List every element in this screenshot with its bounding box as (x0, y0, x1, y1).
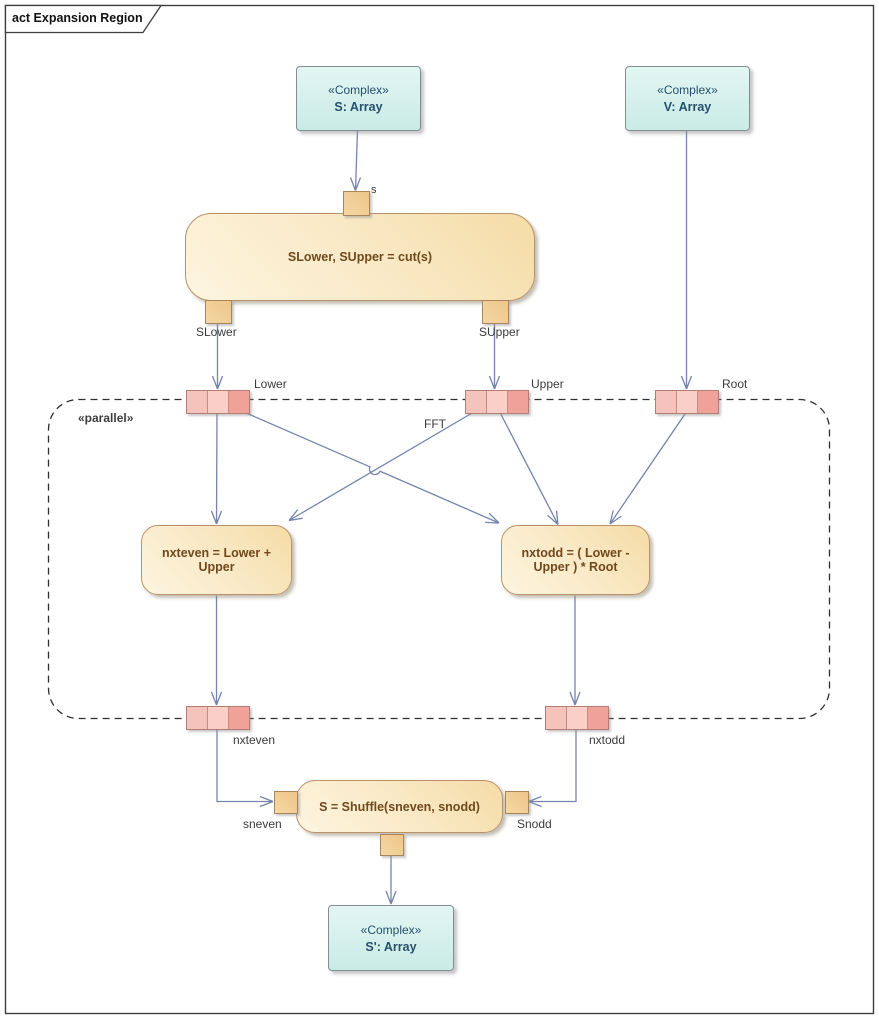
object-node-s-prime-array[interactable]: «Complex» S': Array (328, 905, 454, 971)
object-name: S': Array (365, 939, 417, 954)
action-label: SLower, SUpper = cut(s) (287, 250, 433, 264)
expansion-cell (229, 707, 249, 729)
flow-slower-to-lower[interactable] (211, 322, 224, 390)
stereotype-label: «Complex» (657, 83, 718, 97)
pin-slower[interactable] (205, 300, 232, 324)
expansion-node-nxteven[interactable] (186, 706, 250, 730)
pin-s[interactable] (343, 191, 370, 216)
expansion-cell (508, 391, 528, 413)
expansion-cell (466, 391, 487, 413)
flow-lower-to-nxtodd[interactable] (244, 411, 500, 524)
flow-shuffle-to-s-prime[interactable] (385, 854, 397, 905)
flow-upper-to-nxtodd[interactable] (499, 412, 559, 525)
label-node-lower: Lower (254, 377, 287, 391)
expansion-cell (487, 391, 508, 413)
object-node-s-array[interactable]: «Complex» S: Array (296, 66, 421, 131)
stereotype-label: «Complex» (328, 83, 389, 97)
pin-shuffle-output[interactable] (380, 834, 404, 856)
expansion-cell (698, 391, 718, 413)
frame-title: act Expansion Region (12, 11, 143, 25)
flow-lower-to-nxteven[interactable] (210, 412, 223, 525)
flow-supper-to-upper[interactable] (488, 322, 501, 390)
expansion-node-upper[interactable] (465, 390, 529, 414)
action-shuffle[interactable]: S = Shuffle(sneven, snodd) (296, 780, 503, 833)
expansion-cell (229, 391, 249, 413)
diagram-frame (4, 4, 875, 1015)
label-pin-slower: SLower (196, 325, 237, 339)
action-nxtodd[interactable]: nxtodd = ( Lower - Upper ) * Root (501, 525, 650, 595)
pin-sneven[interactable] (274, 791, 298, 814)
label-node-nxtodd: nxtodd (589, 733, 626, 747)
flow-nxtodd-action-to-node[interactable] (569, 595, 581, 706)
pin-supper[interactable] (482, 300, 509, 324)
label-pin-snodd: Snodd (517, 817, 552, 831)
flow-nxteven-action-to-node[interactable] (210, 595, 223, 706)
flow-root-to-nxtodd[interactable] (609, 412, 687, 525)
action-label: S = Shuffle(sneven, snodd) (319, 799, 480, 814)
action-nxteven[interactable]: nxteven = Lower + Upper (141, 525, 292, 595)
label-node-upper: Upper (531, 377, 564, 391)
flow-s-array-to-pin-s[interactable] (349, 129, 362, 191)
label-edge-fft: FFT (424, 417, 446, 431)
label-region-keyword: «parallel» (78, 411, 134, 425)
expansion-cell (546, 707, 567, 729)
label-node-nxteven: nxteven (233, 733, 276, 747)
action-label: nxtodd = ( Lower - Upper ) * Root (521, 546, 630, 574)
object-node-v-array[interactable]: «Complex» V: Array (625, 66, 750, 131)
action-cut[interactable]: SLower, SUpper = cut(s) (185, 213, 535, 301)
label-pin-supper: SUpper (479, 325, 520, 339)
expansion-cell (677, 391, 698, 413)
expansion-region-boundary[interactable] (47, 398, 831, 720)
flow-upper-to-nxteven[interactable] (288, 411, 474, 522)
expansion-cell (187, 707, 208, 729)
expansion-cell (656, 391, 677, 413)
frame-title-tab (4, 4, 163, 34)
expansion-node-root[interactable] (655, 390, 719, 414)
label-pin-s: s (371, 184, 377, 196)
expansion-node-nxtodd[interactable] (545, 706, 609, 730)
expansion-cell (588, 707, 608, 729)
action-label: nxteven = Lower + Upper (161, 546, 272, 574)
flow-v-array-to-root[interactable] (680, 129, 693, 390)
label-node-root: Root (722, 377, 748, 391)
flow-nxtodd-node-to-snodd[interactable] (528, 728, 577, 808)
label-pin-sneven: sneven (243, 817, 282, 831)
object-name: V: Array (663, 100, 712, 114)
flow-nxteven-node-to-sneven[interactable] (216, 728, 274, 808)
expansion-cell (208, 707, 229, 729)
expansion-cell (187, 391, 208, 413)
expansion-cell (208, 391, 229, 413)
object-name: S: Array (334, 100, 383, 114)
pin-snodd[interactable] (505, 791, 529, 814)
stereotype-label: «Complex» (360, 922, 422, 937)
expansion-cell (567, 707, 588, 729)
expansion-node-lower[interactable] (186, 390, 250, 414)
